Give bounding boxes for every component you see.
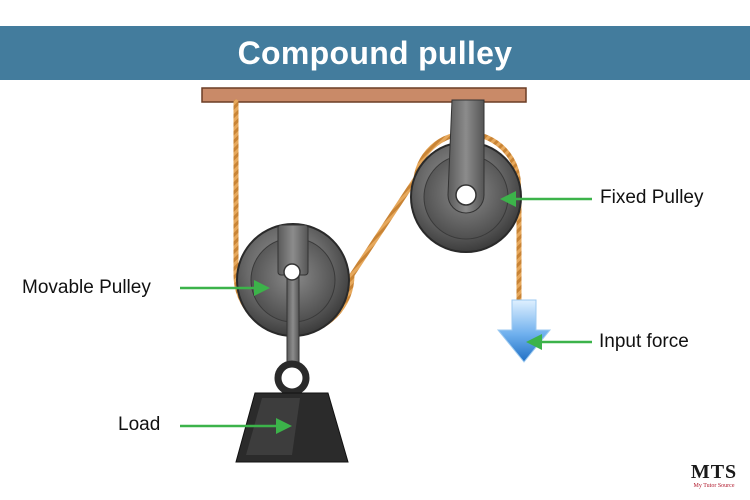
- pointer-arrows: [180, 191, 592, 434]
- brand-logo: MTS My Tutor Source: [688, 462, 740, 490]
- movable-pulley-label: Movable Pulley: [22, 277, 151, 298]
- page-title: Compound pulley: [237, 34, 513, 71]
- fixed-pulley: [410, 99, 522, 253]
- load-label: Load: [118, 414, 161, 435]
- load-weight: [235, 360, 349, 463]
- input-force-arrow: [496, 299, 552, 363]
- input-force-label: Input force: [599, 331, 689, 352]
- logo-mark: MTS: [690, 461, 738, 483]
- movable-pulley: [236, 223, 350, 367]
- ceiling-beam: [201, 87, 527, 103]
- logo-subtitle: My Tutor Source: [693, 483, 735, 489]
- title-banner: Compound pulley: [0, 26, 750, 80]
- fixed-pulley-label: Fixed Pulley: [600, 187, 704, 208]
